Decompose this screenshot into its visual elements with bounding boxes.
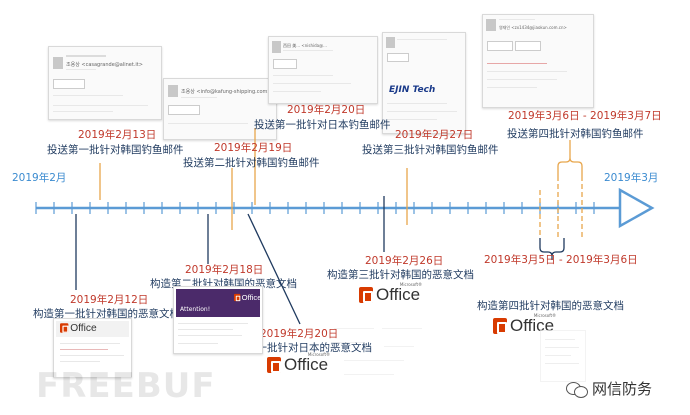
attachment-icon xyxy=(53,79,85,89)
attention-banner xyxy=(176,289,260,317)
avatar xyxy=(486,19,496,31)
email-sender: 조용상 <info@kafung-shipping.com> xyxy=(181,89,272,95)
avatar xyxy=(386,37,395,48)
office-logo: Office xyxy=(60,322,97,334)
email-sender: 西田 美... <nishida@... xyxy=(283,43,327,48)
event-below-3-date: 2019年2月20日 xyxy=(260,328,339,340)
wechat-icon xyxy=(566,380,588,398)
avatar xyxy=(272,41,281,53)
office-logo-korea-3: Office Microsoft® xyxy=(359,282,422,305)
document-thumbnail-1: Office xyxy=(53,318,132,378)
attachment-icon xyxy=(515,41,541,51)
email-sender: EJIN Tech xyxy=(389,85,436,95)
timeline-start-label: 2019年2月 xyxy=(12,172,67,184)
event-above-4-desc: 投送第三批针对韩国钓鱼邮件 xyxy=(362,144,499,156)
event-above-4-date: 2019年2月27日 xyxy=(395,129,474,141)
watermark-wechat: 网信防务 xyxy=(566,378,652,399)
event-below-4-date: 2019年2月26日 xyxy=(365,255,444,267)
event-below-5-date: 2019年3月5日 - 2019年3月6日 xyxy=(484,254,638,266)
event-below-1-date: 2019年2月12日 xyxy=(70,294,149,306)
avatar xyxy=(53,57,63,69)
office-logo: Office xyxy=(234,293,261,302)
event-below-1-desc: 构造第一批针对韩国的恶意文档 xyxy=(33,308,180,320)
event-above-1-desc: 投送第一批针对韩国钓鱼邮件 xyxy=(47,144,184,156)
watermark-freebuf: FREEBUF xyxy=(36,366,216,406)
attention-text: Attention! xyxy=(180,306,211,313)
email-sender: 조용상 <casagrande@alinet.it> xyxy=(66,62,143,68)
document-thumbnail-2: Attention! Office xyxy=(173,286,263,354)
event-above-5-desc: 投送第四批针对韩国钓鱼邮件 xyxy=(507,128,644,140)
event-above-2-desc: 投送第二批针对韩国钓鱼邮件 xyxy=(183,157,320,169)
watermark-brand: 网信防务 xyxy=(592,380,653,398)
event-below-5-desc: 构造第四批针对韩国的恶意文档 xyxy=(477,300,624,312)
event-above-1-date: 2019年2月13日 xyxy=(78,129,157,141)
email-thumbnail-5: 영재인 <zx1434@jiaokun.com.cn> xyxy=(482,14,594,108)
office-logo-japan: Office Microsoft® xyxy=(267,352,330,375)
connector-below-3 xyxy=(247,213,301,325)
email-thumbnail-2: 조용상 <info@kafung-shipping.com> xyxy=(163,78,277,140)
event-below-2-date: 2019年2月18日 xyxy=(185,264,264,276)
bracket-above xyxy=(557,157,583,176)
timeline-end-label: 2019年3月 xyxy=(604,172,659,184)
event-above-3-desc: 投送第一批针对日本钓鱼邮件 xyxy=(254,119,391,131)
event-above-2-date: 2019年2月19日 xyxy=(214,142,293,154)
attachment-icon xyxy=(487,41,513,51)
background-flow-thumbnail xyxy=(334,320,444,390)
attachment-icon xyxy=(168,105,200,115)
email-thumbnail-4: EJIN Tech xyxy=(382,32,466,134)
attachment-icon xyxy=(387,53,409,62)
event-above-5-date: 2019年3月6日 - 2019年3月7日 xyxy=(508,110,662,122)
avatar xyxy=(168,85,178,97)
email-thumbnail-1: 조용상 <casagrande@alinet.it> xyxy=(48,46,162,120)
email-sender: 영재인 <zx1434@jiaokun.com.cn> xyxy=(499,25,567,30)
background-doc-thumbnail xyxy=(540,330,586,382)
timeline-arrowhead xyxy=(618,187,655,229)
email-thumbnail-3: 西田 美... <nishida@... xyxy=(268,36,378,104)
event-below-4-desc: 构造第三批针对韩国的恶意文档 xyxy=(327,269,474,281)
attachment-icon xyxy=(273,59,297,69)
office-banner xyxy=(56,321,129,337)
event-above-3-date: 2019年2月20日 xyxy=(287,104,366,116)
